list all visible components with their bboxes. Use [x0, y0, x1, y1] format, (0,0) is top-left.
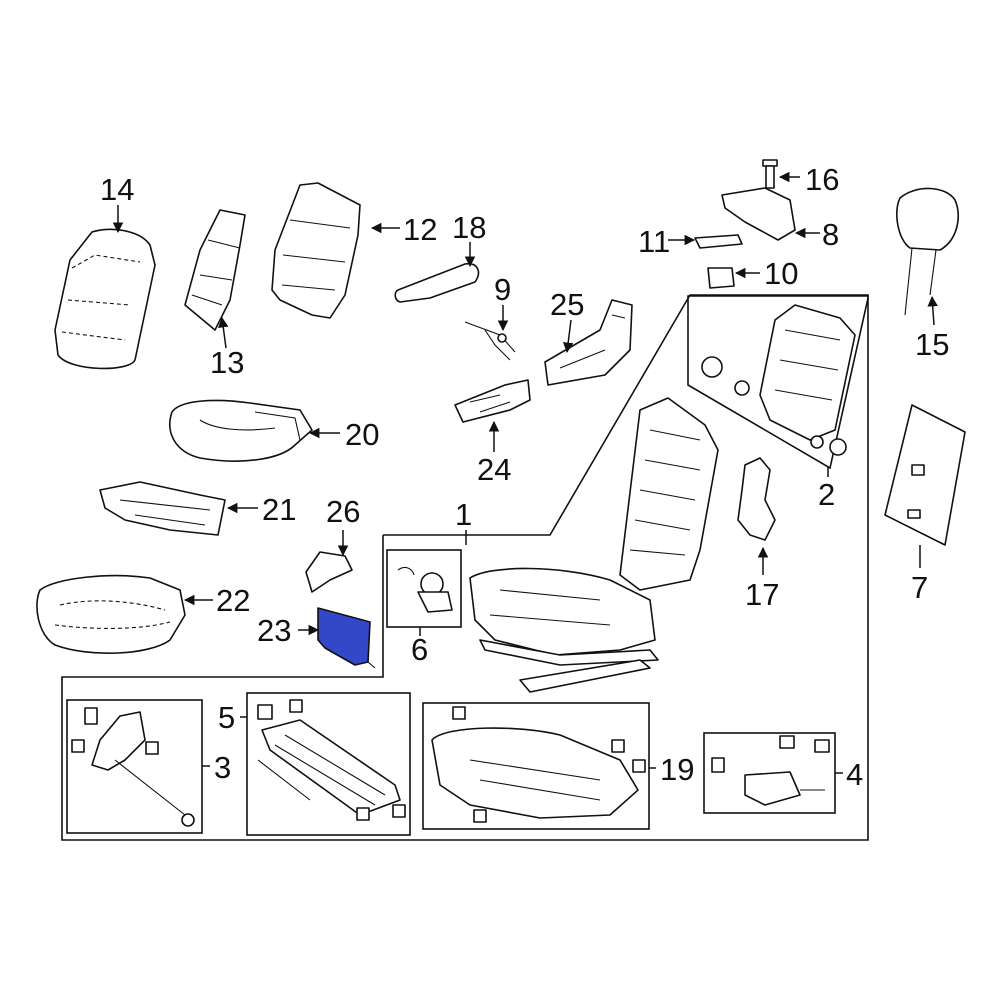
callout-20: 20: [345, 417, 379, 452]
part-2-box: [687, 295, 869, 470]
callout-19: 19: [660, 752, 694, 787]
callout-6: 6: [411, 632, 428, 667]
part-4-motor[interactable]: [711, 735, 830, 806]
leader-15: [927, 295, 938, 326]
part-8-guide-cap[interactable]: [721, 187, 796, 241]
part-26-clip[interactable]: [305, 551, 353, 593]
callout-7: 7: [911, 570, 928, 605]
part-9-cable[interactable]: [464, 321, 516, 361]
callout-9: 9: [494, 272, 511, 307]
callout-17: 17: [745, 577, 779, 612]
part-7-back-panel[interactable]: [884, 404, 966, 546]
callout-23: 23: [257, 613, 291, 648]
part-18-armrest[interactable]: [394, 262, 480, 303]
part-12-seatback-panel[interactable]: [271, 182, 361, 319]
part-16-bolt[interactable]: [762, 159, 778, 189]
callout-13: 13: [210, 345, 244, 380]
callout-22: 22: [216, 583, 250, 618]
callout-16: 16: [805, 162, 839, 197]
callout-21: 21: [262, 492, 296, 527]
callout-5: 5: [218, 700, 235, 735]
part-23-trim-panel-highlighted[interactable]: [317, 607, 376, 669]
part-2-seatback-frame[interactable]: [701, 304, 856, 456]
part-17-bracket[interactable]: [737, 457, 776, 541]
part-19-cushion-frame[interactable]: [431, 706, 646, 823]
callout-11: 11: [638, 224, 670, 259]
part-3-adjuster[interactable]: [71, 707, 195, 827]
part-10-guide-sleeve[interactable]: [707, 267, 735, 289]
seat-assembly-frame-outline: [61, 294, 869, 841]
part-24-switch-bracket[interactable]: [454, 379, 531, 423]
part-19-box: [422, 702, 650, 830]
callout-2: 2: [818, 477, 835, 512]
part-5-seat-track[interactable]: [257, 699, 406, 821]
callout-26: 26: [326, 494, 360, 529]
part-25-side-shield[interactable]: [544, 299, 633, 386]
part-14-seatback-cover[interactable]: [54, 228, 156, 370]
callout-14: 14: [100, 172, 134, 207]
part-11-guide[interactable]: [694, 234, 743, 249]
callout-10: 10: [764, 256, 798, 291]
callout-24: 24: [477, 452, 511, 487]
part-21-cushion-pad[interactable]: [99, 481, 226, 536]
part-15-headrest[interactable]: [896, 187, 959, 316]
part-22-seat-cushion-cover[interactable]: [36, 574, 186, 655]
callout-4: 4: [846, 757, 863, 792]
callout-3: 3: [214, 750, 231, 785]
part-5-box: [246, 692, 411, 836]
callout-12: 12: [403, 212, 437, 247]
part-6-recliner[interactable]: [397, 566, 453, 613]
callout-15: 15: [915, 327, 949, 362]
callout-8: 8: [822, 217, 839, 252]
leader-25: [562, 319, 574, 354]
callout-1: 1: [455, 497, 472, 532]
callout-18: 18: [452, 210, 486, 245]
callout-25: 25: [550, 287, 584, 322]
leader-13: [218, 316, 229, 349]
part-1-seat-frame[interactable]: [469, 397, 719, 693]
part-13-seatback-pad[interactable]: [184, 209, 246, 331]
part-6-box: [386, 549, 462, 628]
part-20-cushion-cover[interactable]: [169, 399, 313, 462]
